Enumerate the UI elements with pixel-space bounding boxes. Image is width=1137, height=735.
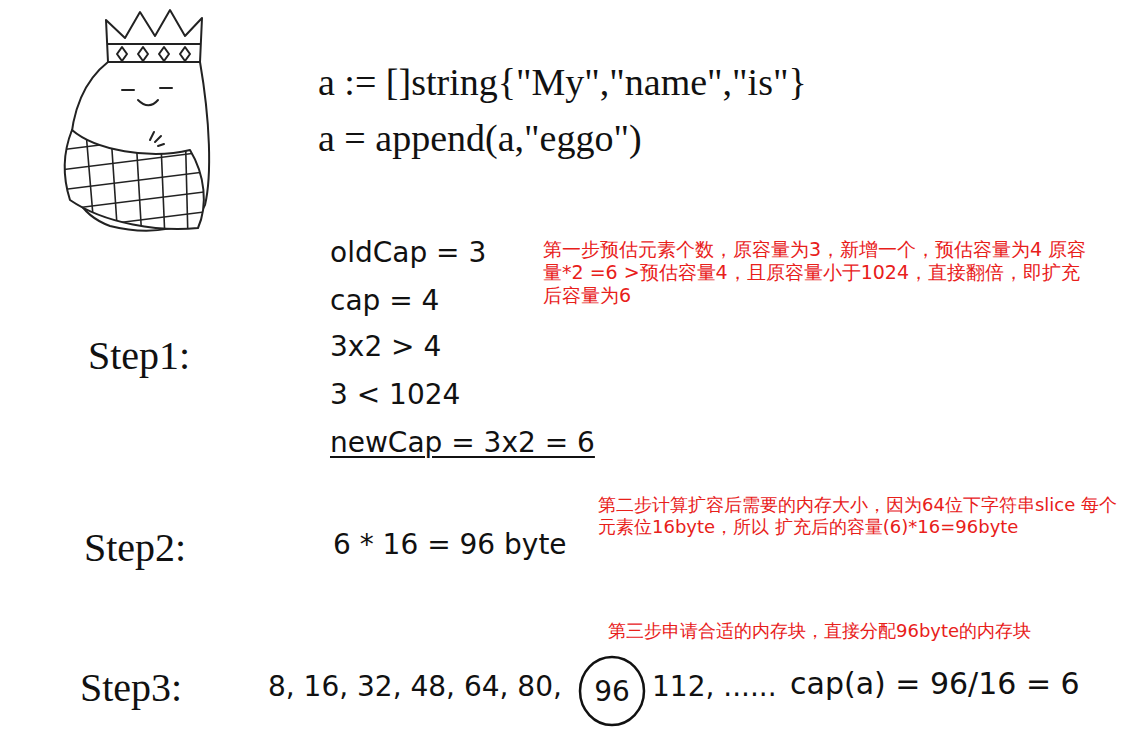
calc-step: cap = 4 — [330, 284, 439, 318]
circled-size: 96 — [578, 655, 646, 727]
red-note: 第二步计算扩容后需要的内存大小，因为64位下字符串slice 每个元素位16by… — [598, 494, 1128, 537]
size-class-list: 112, ...... — [652, 670, 777, 704]
size-class-list: 8, 16, 32, 48, 64, 80, — [268, 670, 562, 704]
red-note: 第三步申请合适的内存块，直接分配96byte的内存块 — [608, 620, 1128, 642]
code-line: a := []string{"My","name","is"} — [318, 60, 807, 106]
red-note: 第一步预估元素个数，原容量为3，新增一个，预估容量为4 原容量*2 =6 >预估… — [543, 238, 1088, 306]
calc-step: 6 * 16 = 96 byte — [333, 528, 567, 562]
calc-result: newCap = 3x2 = 6 — [330, 426, 595, 460]
circle-outline — [580, 657, 644, 725]
calc-step: 3 < 1024 — [330, 378, 460, 412]
node-text: 96 — [594, 675, 630, 708]
calc-step: 3x2 > 4 — [330, 330, 441, 364]
step-heading: Step3: — [80, 664, 182, 712]
step-heading: Step1: — [88, 332, 190, 380]
calc-step: oldCap = 3 — [330, 236, 486, 270]
code-line: a = append(a,"eggo") — [318, 116, 642, 162]
cap-result: cap(a) = 96/16 = 6 — [790, 666, 1080, 702]
step-heading: Step2: — [84, 524, 186, 572]
